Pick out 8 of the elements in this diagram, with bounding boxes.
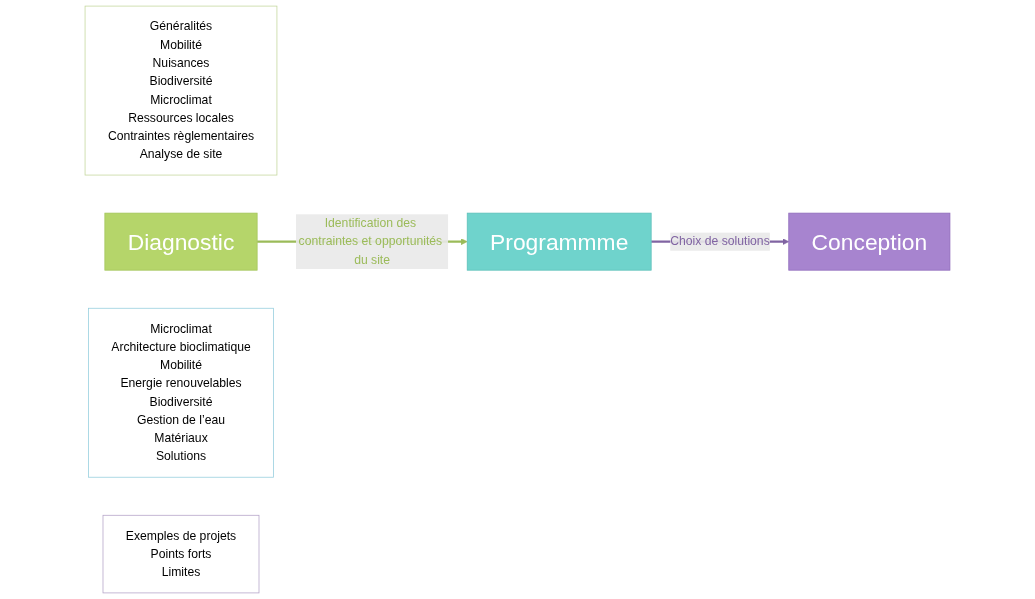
node-box: Exemples de projets Points forts Limites <box>102 514 260 594</box>
node-box: Diagnostic <box>104 212 258 271</box>
edge-label: Identification des contraintes et opportunités du site <box>298 216 443 267</box>
node-box: Généralités Mobilité Nuisances Biodiversité Microclimat Ressources locales Contraintes règlementaires Analyse de site <box>84 5 278 176</box>
node-box: Conception <box>788 212 951 271</box>
node-box: Microclimat Architecture bioclimatique Mobilité Energie renouvelables Biodiversité Gestion de l’eau Matériaux Solutions <box>88 307 274 478</box>
edge-label: Choix de solutions <box>670 234 770 248</box>
node-box: Programmme <box>466 212 652 271</box>
